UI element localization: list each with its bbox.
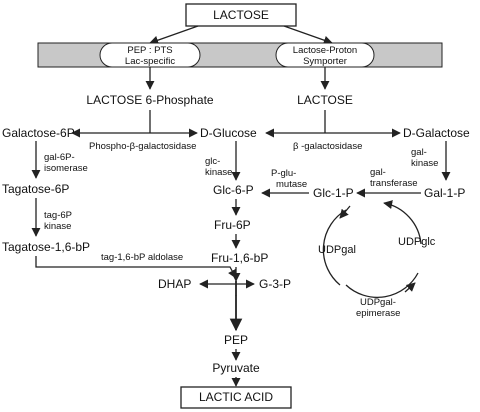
d-galactose: D-Galactose [403,126,470,140]
glc-6-p: Glc-6-P [213,183,254,197]
lactose-6-phosphate: LACTOSE 6-Phosphate [86,93,214,107]
gal-1-p: Gal-1-P [424,186,465,200]
p-glu-mutase-label-1: P-glu- [271,168,296,179]
pyruvate: Pyruvate [212,361,260,375]
fru-6p: Fru-6P [214,218,251,232]
tag6p-kinase-label-2: kinase [44,221,71,232]
dhap: DHAP [158,277,191,291]
tagatose-1-6-bp: Tagatose-1,6-bP [2,240,90,254]
gal-kinase-label-1: gal- [411,147,427,158]
glc-kinase-label-1: glc- [205,156,220,167]
beta-galactosidase-label: β -galactosidase [293,141,362,152]
udpgal: UDPgal [318,244,356,256]
phospho-beta-galactosidase-label: Phospho-β-galactosidase [89,141,196,152]
gal6p-isomerase-label-1: gal-6P- [44,152,75,163]
tag6p-kinase-label-1: tag-6P [44,210,72,221]
g-3-p: G-3-P [259,277,291,291]
glc-kinase-label-2: kinase [205,167,232,178]
udpgal-epimerase-label-1: UDPgal- [360,297,396,308]
udpgal-epimerase-label-2: epimerase [356,308,400,319]
lactose-top-box [185,3,297,27]
symporter-label-2: Symporter [303,56,347,67]
lactic-acid-box [180,386,292,409]
lactic-acid-label: LACTIC ACID [199,390,273,404]
lactose-top-label: LACTOSE [213,8,269,22]
gal6p-isomerase-label-2: isomerase [44,163,88,174]
lactose-intracellular: LACTOSE [297,93,353,107]
tagatose-6p: Tagatose-6P [2,182,69,196]
p-glu-mutase-label-2: mutase [276,179,307,190]
gal-kinase-label-2: kinase [411,158,438,169]
pep: PEP [224,333,248,347]
d-glucose: D-Glucose [200,126,257,140]
udpglc: UDPglc [398,236,436,248]
gal-transferase-label-2: transferase [370,178,418,189]
udp-cycle-ring [322,209,347,286]
symporter-label-1: Lactose-Proton [293,45,357,56]
gal-transferase-label-1: gal- [370,167,386,178]
fru-1-6-bp: Fru-1,6-bP [211,251,268,265]
pts-label-1: PEP : PTS [127,45,172,56]
galactose-6p: Galactose-6P [2,126,75,140]
cell-membrane-bar [37,42,443,68]
glc-1-p: Glc-1-P [313,186,354,200]
tag-aldolase-label: tag-1,6-bP aldolase [101,252,183,263]
pts-label-2: Lac-specific [125,56,175,67]
